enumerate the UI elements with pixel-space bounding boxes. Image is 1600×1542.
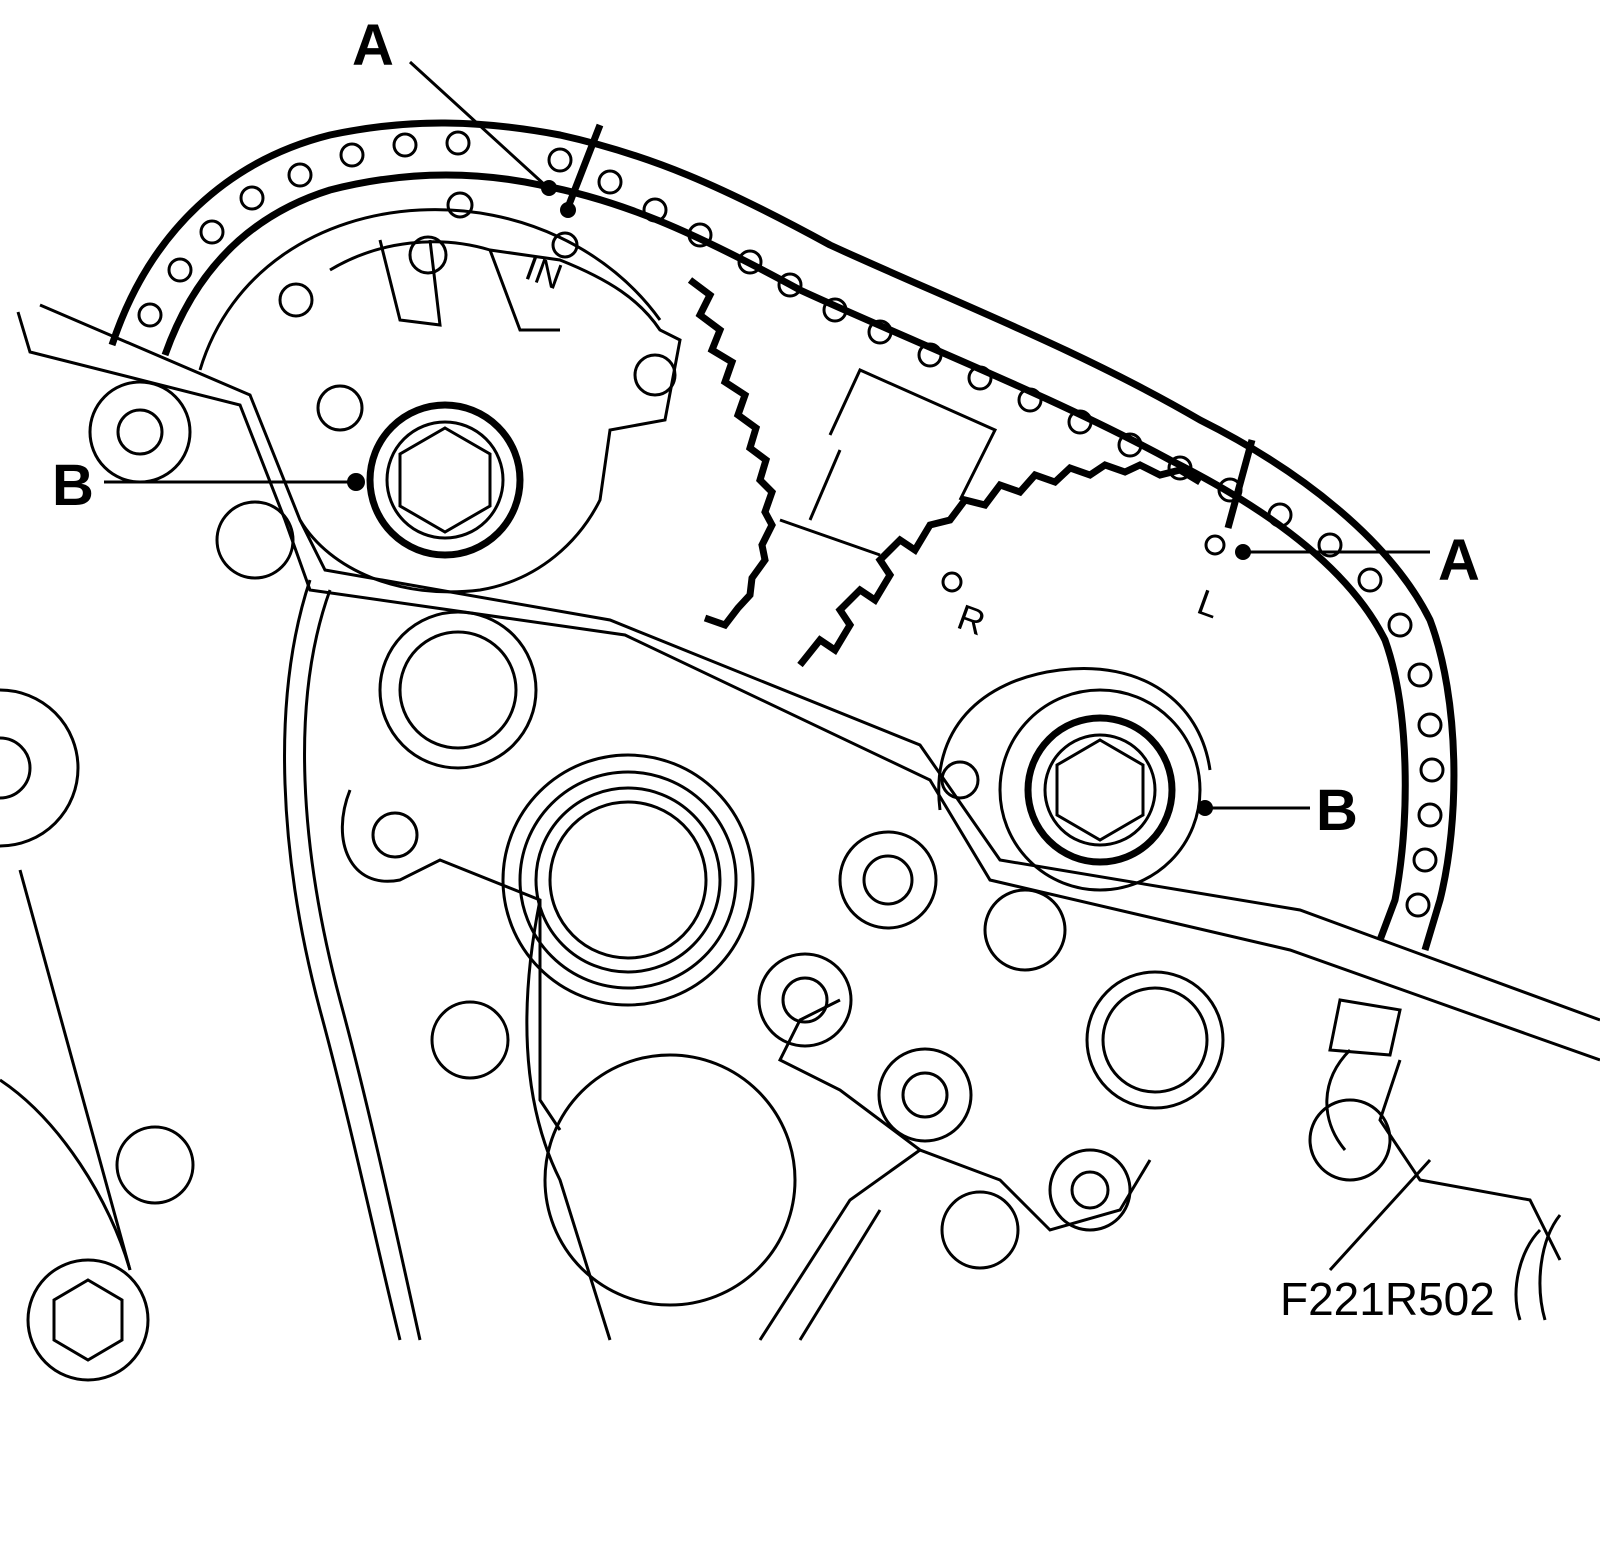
- chain-rollers: [137, 130, 1445, 918]
- chain-outer-edge: [108, 119, 1458, 952]
- chain-guide: [16, 303, 1600, 1062]
- label-b-left: B: [52, 453, 94, 518]
- engine-block: [0, 579, 1562, 1382]
- figure-reference: F221R502: [1280, 1273, 1495, 1325]
- timing-chain: [108, 119, 1458, 952]
- leader-a-top: [408, 60, 548, 188]
- mark-dot-r: [941, 571, 963, 593]
- intake-sprocket-lobe: [298, 240, 682, 594]
- sprocket-mark-l: L: [1192, 581, 1225, 626]
- right-bolt: [998, 688, 1202, 892]
- mark-dot-l: [1204, 534, 1226, 556]
- chain-inner-edge: [161, 171, 1409, 942]
- callouts: A A B B F221R502: [52, 13, 1495, 1325]
- intake-sprocket-hole: [408, 235, 448, 275]
- label-a-top: A: [352, 13, 394, 78]
- sprocket-teeth-left: [687, 277, 777, 630]
- right-sprocket: [687, 277, 1212, 892]
- intake-sprocket: [198, 191, 682, 594]
- label-a-right: A: [1438, 528, 1480, 593]
- leader-figure-ref: [1328, 1158, 1432, 1272]
- intake-bolt: [366, 401, 524, 559]
- timing-line-right: [1224, 439, 1256, 529]
- sprocket-teeth-upper: [797, 461, 1202, 668]
- sprocket-mark-r: R: [952, 596, 990, 643]
- timing-line-intake: [561, 123, 604, 217]
- label-b-right: B: [1316, 778, 1358, 843]
